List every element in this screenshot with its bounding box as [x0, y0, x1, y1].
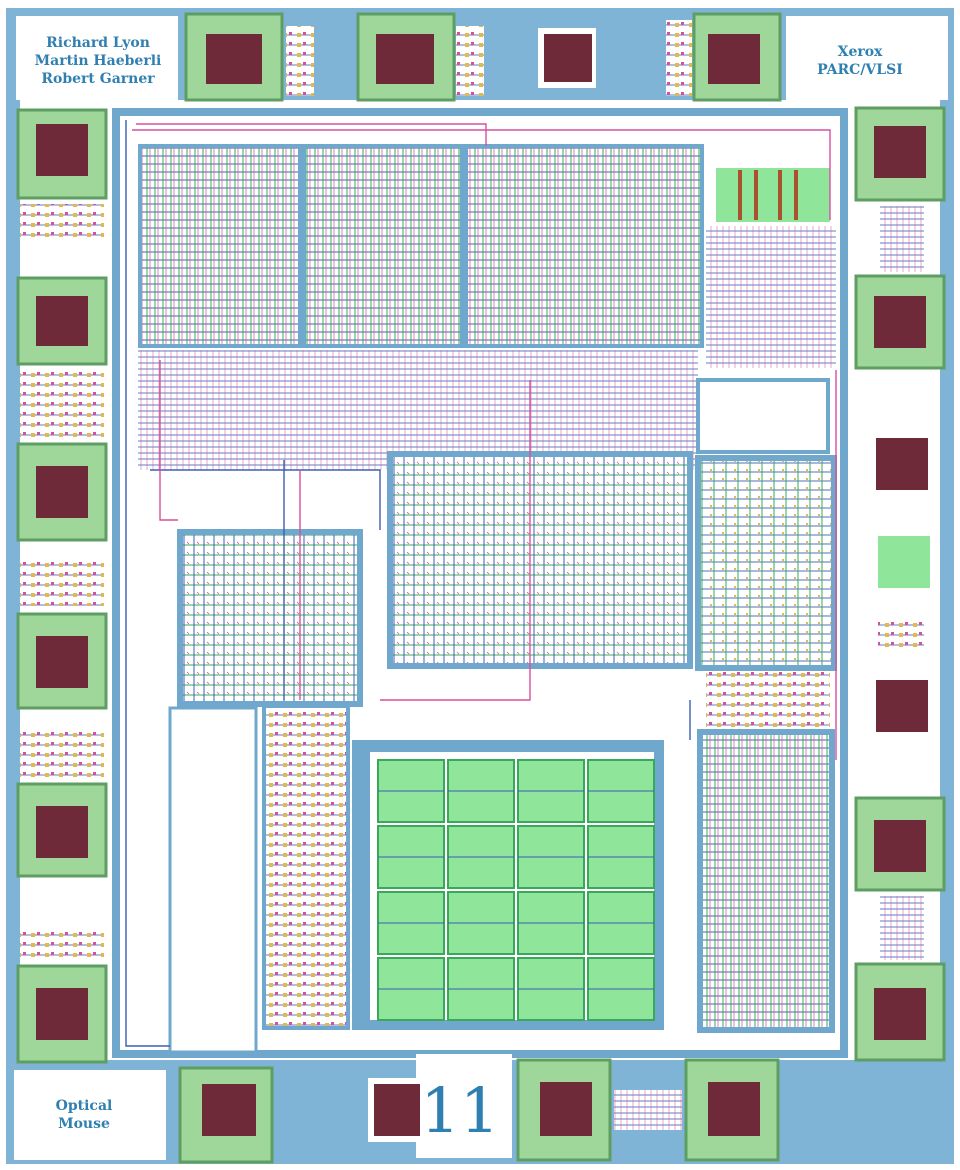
svg-text:11: 11: [421, 1074, 500, 1147]
pad-right-6: [854, 962, 946, 1062]
pad-bottom-2: [368, 1078, 424, 1142]
pad-top-1: [184, 12, 284, 102]
svg-text:PARC/VLSI: PARC/VLSI: [817, 62, 903, 78]
bus-area-top-right: [706, 226, 836, 368]
svg-text:Xerox: Xerox: [838, 44, 883, 60]
svg-text:Richard Lyon: Richard Lyon: [46, 35, 150, 51]
svg-text:Mouse: Mouse: [58, 1116, 110, 1132]
svg-text:Martin Haeberli: Martin Haeberli: [35, 53, 162, 69]
pad-right-4: [868, 672, 938, 742]
input-register-array: [138, 144, 302, 348]
pad-driver-left-3: [20, 560, 104, 606]
shift-register-array-right: [695, 455, 837, 671]
pad-driver-left-2: [20, 372, 104, 438]
pad-left-3: [16, 442, 108, 542]
pad-bottom-1: [178, 1066, 274, 1164]
pad-top-2: [356, 12, 456, 102]
metal-wiring: [125, 120, 837, 1047]
test-pad-right: [878, 536, 930, 588]
active-strip-top-right: [716, 168, 830, 222]
photosensor-array: [377, 759, 655, 1021]
pad-driver-top-3: [666, 20, 692, 96]
routing-channel: [138, 350, 698, 470]
project-label: Optical Mouse: [14, 1070, 166, 1160]
pad-driver-top-1: [286, 26, 314, 96]
decoder-array-center: [387, 451, 693, 669]
pad-driver-top-2: [456, 26, 484, 96]
pad-driver-right-1: [880, 206, 924, 272]
pad-driver-right-2: [878, 622, 924, 648]
pad-driver-left-1: [20, 204, 104, 240]
sense-amp-row: [706, 672, 830, 728]
org-label: Xerox PARC/VLSI: [786, 16, 948, 100]
svg-text:Robert Garner: Robert Garner: [41, 71, 155, 87]
pad-driver-right-3: [880, 896, 924, 960]
logic-array-top-right: [464, 144, 704, 348]
memory-array-left: [177, 529, 363, 707]
pad-right-2: [854, 274, 946, 370]
pad-driver-left-4: [20, 730, 104, 780]
pad-bottom-4: [684, 1058, 780, 1162]
input-register-array-2: [302, 144, 464, 348]
pad-top-4: [692, 12, 782, 102]
pad-left-1: [16, 108, 108, 200]
bonding-pads: [16, 12, 946, 1164]
pad-left-4: [16, 612, 108, 710]
svg-text:Optical: Optical: [56, 1098, 113, 1114]
pad-link-bottom: [614, 1090, 682, 1130]
driver-column-lower-left: [262, 704, 350, 1030]
pad-right-5: [854, 796, 946, 892]
pad-top-3: [538, 28, 596, 88]
pad-bottom-3: [516, 1058, 612, 1162]
chip-number-label: 11: [416, 1054, 512, 1158]
pad-left-5: [16, 782, 108, 878]
output-array-lower-right: [697, 729, 835, 1033]
pad-left-6: [16, 964, 108, 1064]
pad-driver-left-5: [20, 930, 104, 962]
pad-right-3: [868, 428, 938, 498]
pad-left-2: [16, 276, 108, 366]
pad-right-1: [854, 106, 946, 202]
author-label: Richard Lyon Martin Haeberli Robert Garn…: [16, 16, 178, 100]
